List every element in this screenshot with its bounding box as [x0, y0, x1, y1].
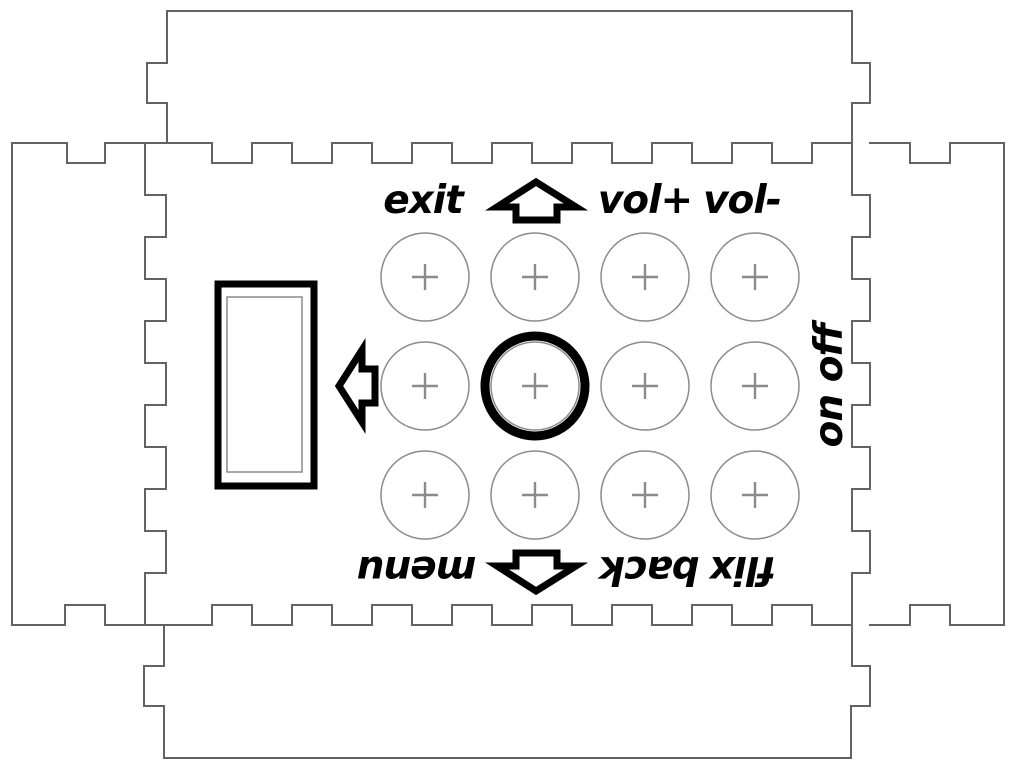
button-grid [380, 232, 800, 540]
display-cutout [214, 280, 318, 490]
top-finger-joint [144, 142, 853, 164]
button-hole-circle [710, 341, 800, 431]
bottom-panel-outline [143, 625, 871, 759]
button-hole-circle [600, 232, 690, 322]
left-panel-outline [11, 142, 146, 626]
button-hole [380, 232, 470, 322]
right-panel-outline [869, 142, 1005, 626]
button-hole [710, 232, 800, 322]
button-hole-circle [380, 232, 470, 322]
left-finger-joint [144, 142, 167, 626]
button-hole [380, 450, 470, 540]
left-arrow-icon [334, 338, 379, 434]
button-hole-circle [710, 232, 800, 322]
button-hole-circle [710, 450, 800, 540]
button-hole [490, 450, 580, 540]
button-labels: exit vol+ vol- menu back flix on off [357, 178, 852, 592]
top-panel [146, 10, 871, 144]
right-panel [869, 142, 1005, 626]
top-panel-outline [146, 10, 871, 144]
button-hole-circle [380, 341, 470, 431]
button-hole-circle [600, 341, 690, 431]
right-finger-joint [851, 142, 871, 626]
highlighted-button-ring [480, 331, 590, 441]
bottom-panel [143, 625, 871, 759]
button-hole [600, 341, 690, 431]
button-hole [490, 232, 580, 322]
button-hole [710, 450, 800, 540]
button-hole-circle [380, 450, 470, 540]
arrow-icons [334, 177, 589, 596]
button-hole-circle [490, 341, 580, 431]
button-hole-circle [600, 450, 690, 540]
button-hole [600, 232, 690, 322]
button-hole [380, 341, 470, 431]
display-cutout-frame [214, 280, 318, 490]
left-panel [11, 142, 146, 626]
button-hole-circle [490, 232, 580, 322]
display-cutout-inner [226, 296, 303, 473]
up-arrow-icon [485, 177, 589, 224]
label-vol-plus: vol+ [598, 178, 692, 223]
down-arrow-icon [485, 549, 589, 596]
button-hole-circle [490, 450, 580, 540]
button-hole [600, 450, 690, 540]
label-flix: flix [708, 547, 776, 592]
button-hole [490, 341, 580, 431]
label-vol-minus: vol- [703, 178, 781, 223]
face-panel [144, 142, 871, 626]
label-on-off: on off [807, 319, 852, 448]
label-exit: exit [383, 178, 465, 223]
label-back: back [597, 547, 699, 592]
bottom-finger-joint [144, 604, 853, 626]
button-hole [710, 341, 800, 431]
label-menu: menu [357, 547, 476, 592]
